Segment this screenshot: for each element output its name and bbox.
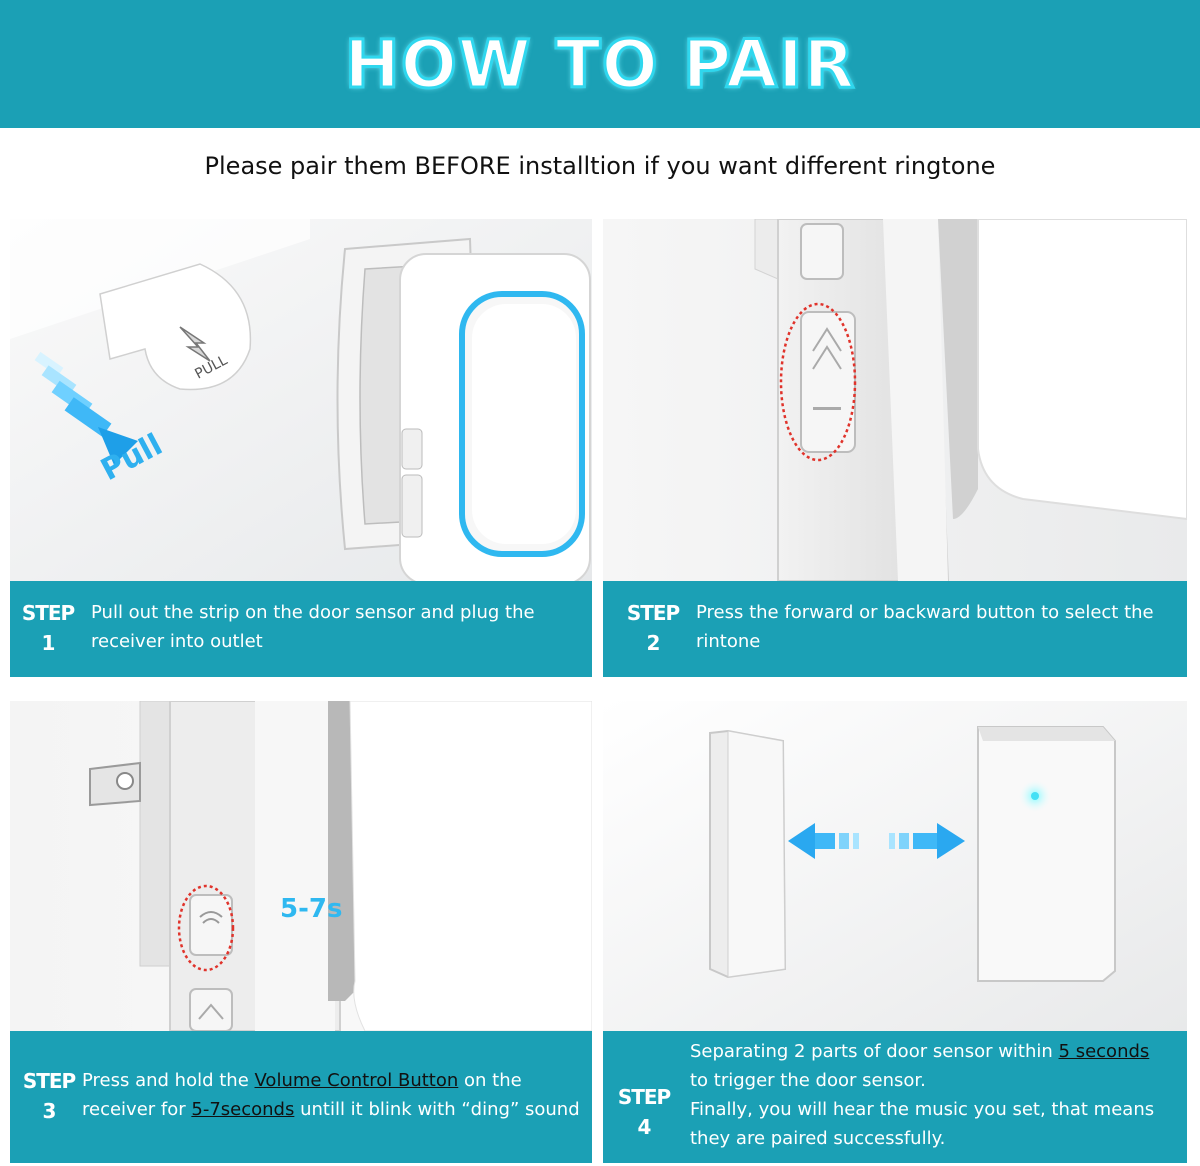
step-1-bar: STEP 1 Pull out the strip on the door se… — [10, 581, 592, 677]
step-4-word: STEP — [617, 1085, 671, 1109]
step-3-word: STEP — [22, 1069, 76, 1093]
step-3-panel: 5-7s STEP 3 Press and hold the Volume Co… — [10, 701, 592, 1163]
volume-control-link: Volume Control Button — [254, 1070, 459, 1091]
step-3-text: Press and hold the Volume Control Button… — [82, 1066, 592, 1124]
step-4-bar: STEP 4 Separating 2 parts of door sensor… — [603, 1031, 1187, 1163]
step-3-label: STEP 3 — [21, 1066, 77, 1126]
seconds-link: 5-7seconds — [191, 1099, 295, 1120]
step-3-illustration: 5-7s — [10, 701, 592, 1031]
step-1-label: STEP 1 — [20, 598, 76, 658]
separate-left-arrow-icon — [788, 823, 859, 859]
pull-arrow-icon — [34, 351, 138, 465]
five-seconds-link: 5 seconds — [1058, 1041, 1150, 1062]
separate-right-arrow-icon — [889, 823, 965, 859]
step-4-panel: STEP 4 Separating 2 parts of door sensor… — [603, 701, 1187, 1163]
step-2-text: Press the forward or backward button to … — [696, 602, 1154, 652]
step-4-line-4: they are paired successfully. — [690, 1128, 946, 1149]
step-2-bar: STEP 2 Press the forward or backward but… — [603, 581, 1187, 677]
step-2-word: STEP — [626, 601, 680, 625]
step-2-illustration — [603, 219, 1187, 581]
step-4-line-2: to trigger the door sensor. — [690, 1070, 926, 1091]
step-2-number: 2 — [646, 631, 661, 655]
step-1-number: 1 — [41, 631, 56, 655]
page-title: HOW TO PAIR — [343, 24, 856, 104]
step-1-illustration: PULL Pull — [10, 219, 592, 581]
step-3-line-1: Press and hold the Volume Control Button… — [82, 1070, 522, 1091]
header-banner — [0, 0, 1200, 128]
step-4-label: STEP 4 — [616, 1082, 672, 1142]
ringtone-button-highlight — [779, 302, 857, 462]
timer-text: 5-7s — [280, 894, 342, 924]
volume-button-highlight — [177, 884, 235, 972]
step-1-word: STEP — [21, 601, 75, 625]
page-subtitle: Please pair them BEFORE installtion if y… — [204, 152, 996, 180]
step-1-panel: PULL Pull STEP 1 Pull out the strip on t… — [10, 219, 592, 677]
step-3-number: 3 — [42, 1099, 57, 1123]
step-1-text: Pull out the strip on the door sensor an… — [91, 602, 535, 652]
step-2-panel: STEP 2 Press the forward or backward but… — [603, 219, 1187, 677]
step-4-illustration — [603, 701, 1187, 1031]
step-4-line-1: Separating 2 parts of door sensor within… — [690, 1041, 1150, 1062]
step-4-text: Separating 2 parts of door sensor within… — [690, 1037, 1180, 1153]
step-2-label: STEP 2 — [625, 598, 681, 658]
step-3-line-2: receiver for 5-7seconds untill it blink … — [82, 1099, 580, 1120]
step-3-bar: STEP 3 Press and hold the Volume Control… — [10, 1031, 592, 1163]
step-4-line-3: Finally, you will hear the music you set… — [690, 1099, 1155, 1120]
step-4-number: 4 — [637, 1115, 652, 1139]
